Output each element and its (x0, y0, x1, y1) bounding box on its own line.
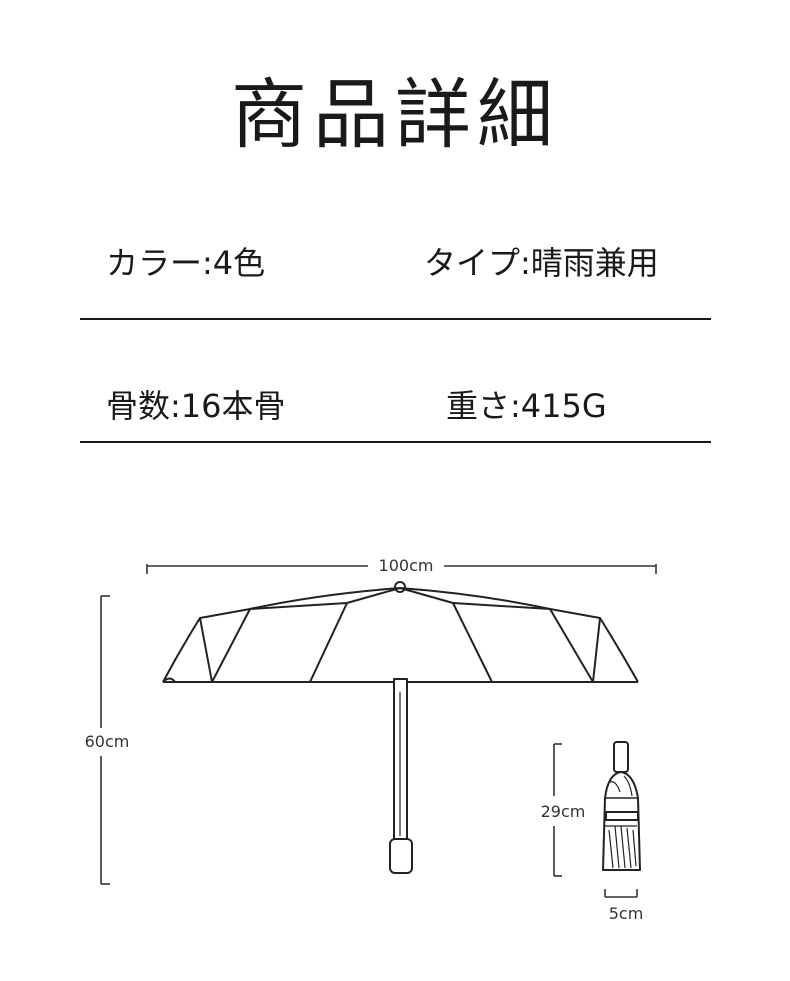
spec-divider-1 (80, 318, 711, 320)
folded-length-dimension-line (553, 743, 562, 877)
folded-diameter-dimension-line (604, 889, 638, 898)
folded-diameter-label: 5cm (609, 904, 644, 923)
spec-divider-2 (80, 441, 711, 443)
spec-row-2: 骨数:16本骨 重さ:415G (80, 376, 710, 436)
spec-color: カラー:4色 (106, 244, 266, 282)
spec-type: タイプ:晴雨兼用 (424, 244, 659, 282)
height-label: 60cm (85, 732, 130, 751)
width-dimension-line (146, 564, 657, 574)
spec-ribs: 骨数:16本骨 (106, 387, 286, 425)
spec-weight: 重さ:415G (446, 387, 607, 425)
page-title: 商品詳細 (231, 70, 559, 159)
spec-row-1: カラー:4色 タイプ:晴雨兼用 (80, 233, 710, 293)
width-label: 100cm (379, 556, 434, 575)
height-dimension-line (100, 595, 110, 885)
open-umbrella-icon (162, 581, 639, 874)
folded-umbrella-icon (602, 741, 641, 871)
folded-length-label: 29cm (541, 802, 586, 821)
